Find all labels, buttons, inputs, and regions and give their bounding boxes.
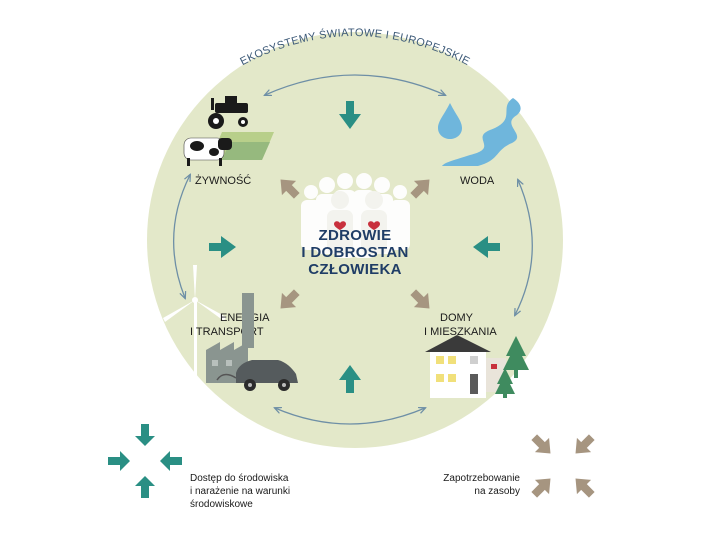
legend-access-line3: środowiskowe (190, 499, 253, 510)
connector-food-water (265, 74, 445, 95)
legend-teal-arrow-left (108, 451, 130, 471)
heart-icon (334, 221, 380, 230)
brown-arrow-top-left (280, 179, 300, 199)
legend-demand-line2: na zasoby (474, 486, 520, 497)
people-group-icon (301, 173, 410, 258)
legend-demand-line1: Zapotrzebowanie (443, 473, 520, 484)
legend-access-line2: i narażenie na warunki (190, 486, 291, 497)
legend-brown-arrow-tl (531, 434, 551, 454)
wind-turbine-icon (163, 265, 226, 382)
node-label-housing-line1: DOMY (440, 312, 474, 324)
brown-arrow-bottom-left (280, 289, 300, 309)
teal-arrow-right (473, 236, 500, 258)
teal-arrow-top (339, 101, 361, 129)
legend-brown-arrows (531, 434, 595, 498)
legend-access-text: Dostęp do środowiska i narażenie na waru… (190, 472, 290, 511)
brown-arrow-bottom-right (410, 289, 430, 309)
connector-food-energy (173, 175, 190, 298)
node-label-food: ŻYWNOŚĆ (195, 174, 251, 187)
node-label-housing-line2: I MIESZKANIA (424, 326, 497, 338)
center-label-line2: I DOBROSTAN (301, 244, 408, 261)
legend-brown-arrow-tr (575, 434, 595, 454)
legend-brown-arrow-br (575, 478, 595, 498)
center-label-line1: ZDROWIE (319, 227, 392, 244)
river-icon (442, 98, 521, 166)
brown-arrow-top-right (410, 179, 430, 199)
node-label-water: WODA (460, 175, 495, 187)
legend-demand-text: Zapotrzebowanie na zasoby (420, 472, 520, 498)
teal-arrow-bottom (339, 365, 361, 393)
tree-icon (495, 336, 529, 398)
cow-icon (183, 137, 232, 166)
water-drop-icon (438, 103, 462, 139)
tractor-icon (208, 96, 248, 129)
connector-water-housing (515, 180, 533, 315)
house-icon (425, 335, 506, 398)
legend-teal-arrow-right (160, 451, 182, 471)
connector-energy-housing (275, 408, 425, 425)
legend-teal-arrows (108, 424, 182, 498)
legend-brown-arrow-bl (531, 478, 551, 498)
center-label-line3: CZŁOWIEKA (308, 261, 402, 278)
exhaust-icon (216, 373, 237, 381)
legend-teal-arrow-bottom (135, 476, 155, 498)
legend-access-line1: Dostęp do środowiska (190, 473, 289, 484)
teal-arrow-left (209, 236, 236, 258)
legend-teal-arrow-top (135, 424, 155, 446)
car-icon (236, 360, 298, 391)
